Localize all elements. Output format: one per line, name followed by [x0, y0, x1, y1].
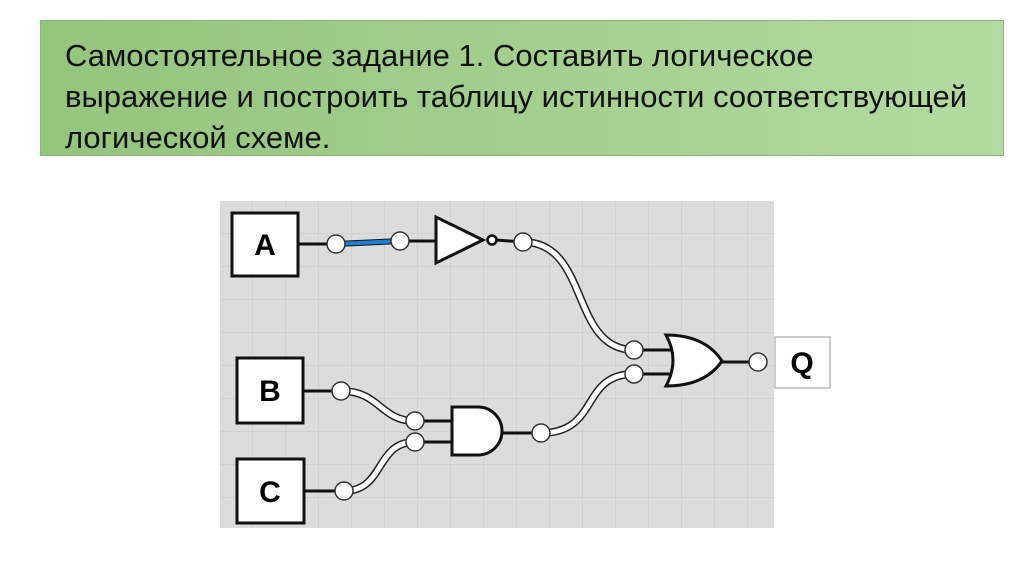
input-c-label: C	[259, 476, 281, 509]
node-not-in[interactable]	[390, 231, 410, 251]
input-a-label: A	[254, 229, 276, 262]
output-q-label: Q	[790, 347, 813, 380]
node-or-in-2[interactable]	[624, 364, 644, 384]
wires	[340, 238, 635, 495]
node-or-in-1[interactable]	[624, 340, 644, 360]
node-and-in-1[interactable]	[405, 411, 425, 431]
node-c-out[interactable]	[334, 481, 354, 501]
task-title: Самостоятельное задание 1. Составить лог…	[65, 38, 968, 155]
node-and-out[interactable]	[531, 423, 551, 443]
input-b-label: B	[259, 375, 281, 408]
output-q: Q	[774, 336, 831, 389]
node-and-in-2[interactable]	[405, 432, 425, 452]
not-gate[interactable]	[434, 214, 524, 266]
node-not-out[interactable]	[513, 232, 533, 252]
or-gate[interactable]	[663, 333, 724, 388]
inversion-bubble	[486, 234, 498, 246]
and-gate[interactable]	[450, 405, 504, 457]
input-a[interactable]: A	[230, 211, 300, 278]
input-b[interactable]: B	[235, 356, 305, 425]
node-or-out[interactable]	[748, 352, 768, 372]
node-b-out[interactable]	[331, 381, 351, 401]
input-c[interactable]: C	[235, 457, 306, 525]
task-title-box: Самостоятельное задание 1. Составить лог…	[40, 20, 1004, 156]
node-a-out[interactable]	[326, 234, 346, 254]
